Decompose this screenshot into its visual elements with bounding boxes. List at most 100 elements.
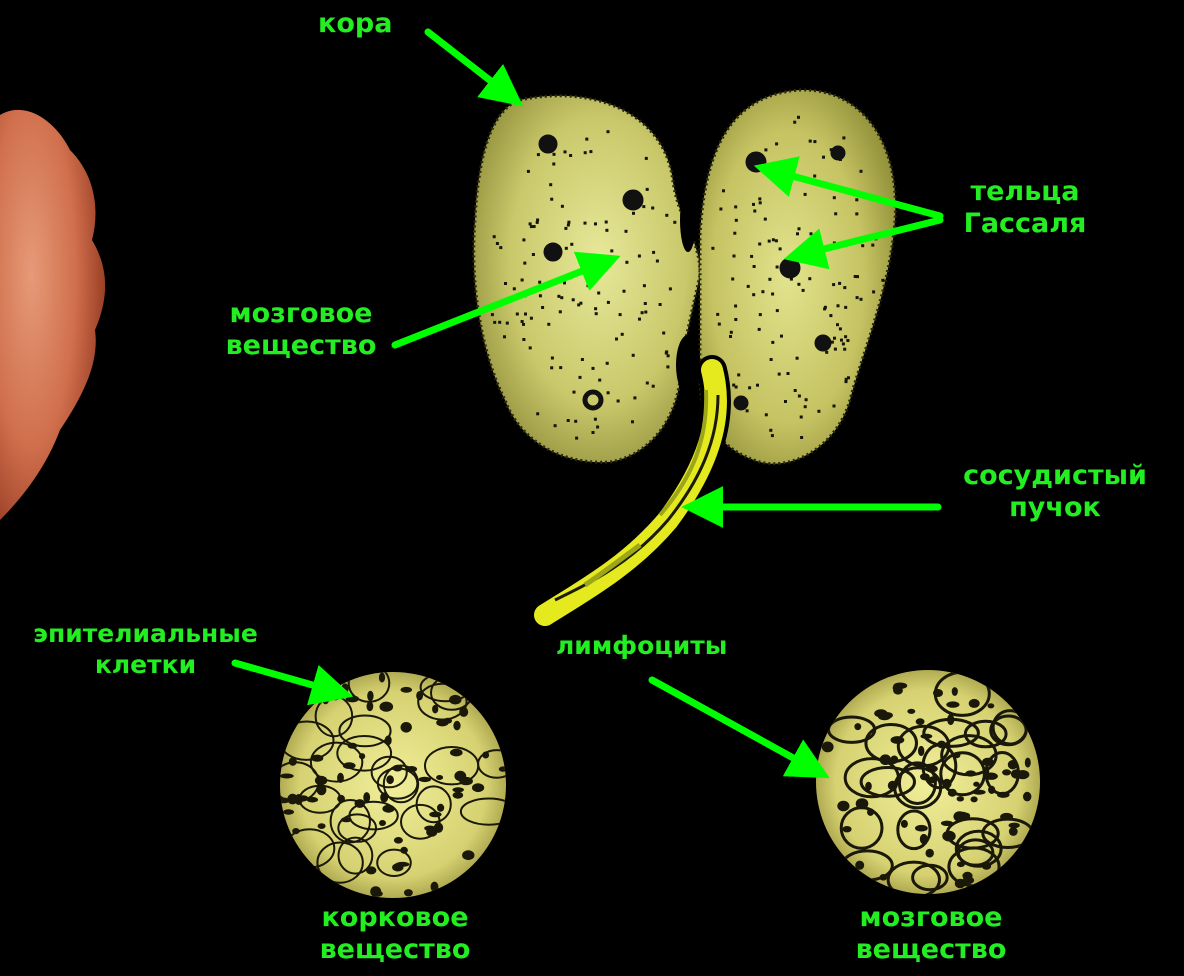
- stipple-dot: [594, 307, 597, 310]
- stipple-dot: [780, 335, 783, 338]
- stipple-dot: [861, 244, 864, 247]
- nucleus: [963, 813, 970, 820]
- stipple-dot: [833, 196, 836, 199]
- stipple-dot: [575, 437, 578, 440]
- stipple-dot: [594, 418, 597, 421]
- stipple-dot: [567, 224, 570, 227]
- stipple-dot: [553, 153, 556, 156]
- stipple-dot: [871, 244, 874, 247]
- stipple-dot: [570, 243, 573, 246]
- stipple-dot: [643, 284, 646, 287]
- stipple-dot: [834, 348, 837, 351]
- stipple-dot: [615, 338, 618, 341]
- stipple-dot: [796, 357, 799, 360]
- nucleus: [920, 834, 928, 844]
- stipple-dot: [541, 306, 544, 309]
- nucleus: [311, 755, 323, 762]
- label-cortical-substance: корковое вещество: [300, 902, 490, 966]
- stipple-dot: [592, 431, 595, 434]
- stipple-dot: [787, 183, 790, 186]
- stipple-dot: [564, 227, 567, 230]
- nucleus: [436, 775, 443, 780]
- stipple-dot: [756, 384, 759, 387]
- nucleus: [972, 790, 985, 795]
- nucleus: [367, 691, 373, 701]
- nucleus: [373, 891, 383, 897]
- nucleus: [957, 862, 965, 868]
- stipple-dot: [617, 400, 620, 403]
- stipple-dot: [771, 434, 774, 437]
- stipple-dot: [769, 429, 772, 432]
- nucleus: [380, 702, 394, 712]
- label-line: мозговое: [836, 902, 1026, 934]
- label-medulla: мозговое вещество: [206, 298, 396, 362]
- stipple-dot: [832, 283, 835, 286]
- stipple-dot: [825, 351, 828, 354]
- nucleus: [343, 762, 356, 769]
- stipple-dot: [824, 306, 827, 309]
- stipple-dot: [584, 151, 587, 154]
- nucleus: [393, 765, 403, 772]
- nucleus: [280, 774, 294, 779]
- nucleus: [946, 701, 959, 707]
- stipple-dot: [632, 212, 635, 215]
- label-medullary-substance: мозговое вещество: [836, 902, 1026, 966]
- stipple-dot: [638, 255, 641, 258]
- stipple-dot: [856, 296, 859, 299]
- stipple-dot: [737, 373, 740, 376]
- stipple-dot: [729, 335, 732, 338]
- stipple-dot: [764, 218, 767, 221]
- nucleus: [1023, 792, 1031, 802]
- stipple-dot: [594, 222, 597, 225]
- label-epithelial-cells: эпителиальные клетки: [8, 618, 283, 680]
- nucleus: [337, 773, 344, 783]
- stipple-dot: [530, 225, 533, 228]
- nucleus: [882, 712, 893, 718]
- stipple-dot: [623, 290, 626, 293]
- stipple-dot: [532, 253, 535, 256]
- nucleus: [431, 882, 439, 892]
- stipple-dot: [632, 354, 635, 357]
- nucleus: [880, 874, 888, 881]
- stipple-dot: [731, 278, 734, 281]
- stipple-dot: [833, 337, 836, 340]
- stipple-dot: [833, 405, 836, 408]
- nucleus: [419, 777, 432, 782]
- nucleus: [380, 792, 388, 802]
- label-hassall-corpuscles: тельца Гассаля: [945, 176, 1105, 240]
- label-line: вещество: [300, 934, 490, 966]
- nucleus: [363, 792, 370, 803]
- stipple-dot: [567, 419, 570, 422]
- stipple-dot: [800, 436, 803, 439]
- thymus-lobes: [474, 90, 896, 464]
- stipple-dot: [793, 121, 796, 124]
- nucleus: [921, 734, 933, 739]
- stipple-dot: [659, 303, 662, 306]
- stipple-dot: [521, 279, 524, 282]
- stipple-dot: [644, 311, 647, 314]
- nucleus: [472, 783, 484, 792]
- stipple-dot: [638, 318, 641, 321]
- hassall-corpuscle: [815, 335, 831, 351]
- stipple-dot: [596, 426, 599, 429]
- stipple-dot: [581, 358, 584, 361]
- stipple-dot: [550, 366, 553, 369]
- nucleus: [292, 828, 299, 834]
- stipple-dot: [667, 354, 670, 357]
- stipple-dot: [734, 318, 737, 321]
- stipple-dot: [493, 321, 496, 324]
- stipple-dot: [530, 317, 533, 320]
- stipple-dot: [669, 287, 672, 290]
- stipple-dot: [625, 261, 628, 264]
- nucleus: [963, 877, 975, 885]
- hassall-corpuscle: [746, 152, 766, 172]
- stipple-dot: [560, 296, 563, 299]
- nucleus: [842, 826, 851, 832]
- nucleus: [437, 804, 444, 812]
- nucleus: [429, 812, 441, 818]
- stipple-dot: [513, 287, 516, 290]
- stipple-dot: [771, 293, 774, 296]
- nucleus: [941, 821, 953, 826]
- stipple-dot: [584, 222, 587, 225]
- stipple-dot: [753, 210, 756, 213]
